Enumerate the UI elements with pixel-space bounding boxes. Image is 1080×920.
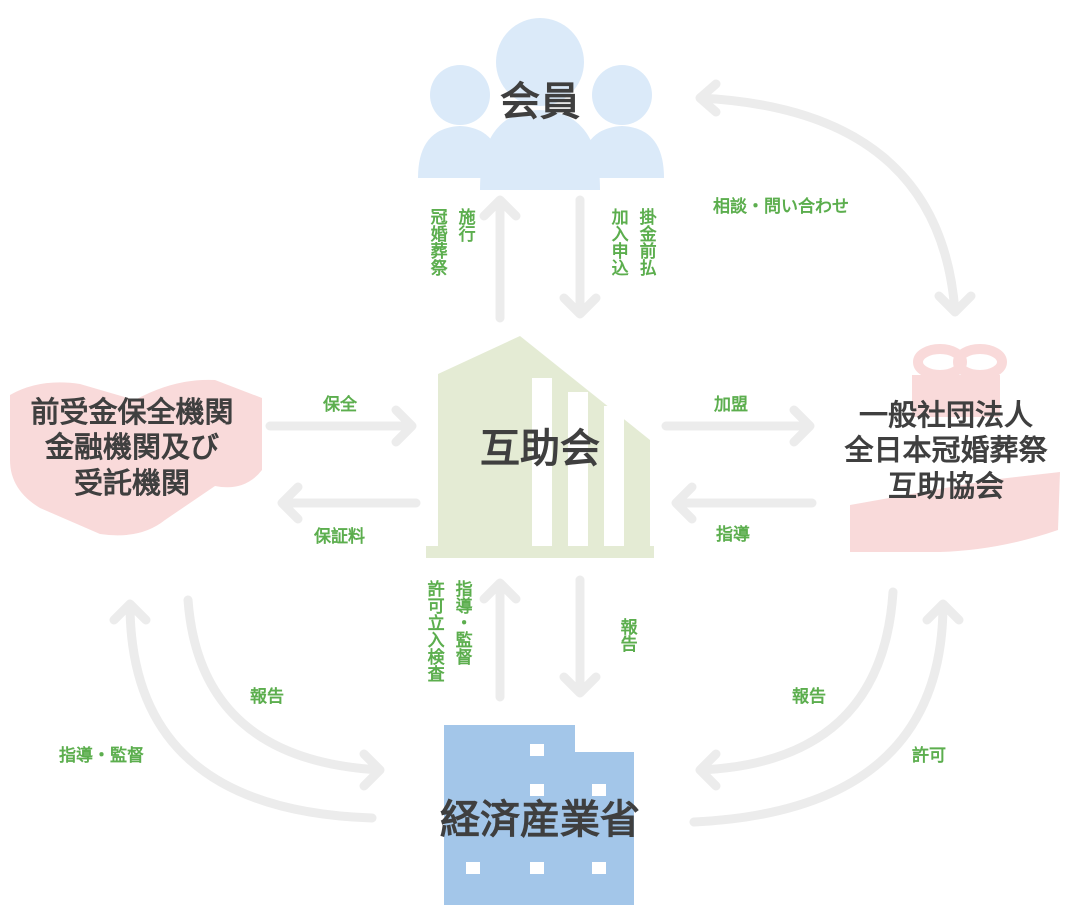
edge-label-ceremonies: 冠婚葬祭	[426, 208, 447, 276]
arrow-mutual-to-trustee	[277, 482, 421, 524]
edge-label-prepay: 掛金前払	[635, 208, 656, 276]
building-icon	[426, 336, 654, 558]
edge-label-report-left: 報告	[250, 687, 284, 707]
arrow-trustee-to-mutual	[265, 405, 417, 447]
trustee-label-line-1: 前受金保全機関	[30, 395, 234, 429]
trustee-label-line-3: 受託機関	[73, 465, 190, 500]
edge-label-ministry-supervision: 指導・監督	[451, 580, 472, 665]
handshake-icon	[10, 379, 262, 536]
arrow-association-to-mutual	[671, 482, 817, 524]
arrow-ministry-to-mutual	[479, 578, 521, 702]
trustee-label: 前受金保全機関 金融機関及び 受託機関	[0, 395, 264, 501]
office-building-icon	[444, 725, 634, 905]
edge-label-ministry-permit: 許可立入検査	[423, 580, 444, 682]
arrow-members-to-mutual	[559, 195, 601, 319]
edge-label-guidance: 指導	[716, 525, 750, 545]
edge-label-consultation: 相談・問い合わせ	[713, 197, 849, 217]
mutual-aid-label: 互助会	[480, 426, 600, 472]
arrow-members-association	[695, 79, 976, 317]
association-label: 一般社団法人 全日本冠婚葬祭 互助協会	[812, 398, 1080, 504]
edge-label-report-center: 報告	[616, 618, 637, 652]
edge-label-join: 加盟	[714, 395, 748, 415]
arrow-mutual-to-association	[661, 405, 815, 447]
edge-label-application: 加入申込	[607, 208, 628, 276]
arrow-mutual-to-members	[479, 195, 521, 323]
association-label-line-2: 全日本冠婚葬祭	[844, 433, 1048, 468]
people-icon	[418, 18, 664, 190]
arrow-trustee-to-ministry	[183, 595, 385, 791]
arrow-mutual-to-ministry	[559, 575, 601, 698]
arrow-association-to-ministry	[695, 587, 898, 791]
members-label: 会員	[500, 79, 580, 125]
edge-label-report-right: 報告	[792, 687, 826, 707]
arrow-ministry-to-trustee	[109, 599, 377, 823]
association-label-line-3: 互助協会	[887, 468, 1004, 503]
association-label-line-1: 一般社団法人	[858, 398, 1033, 432]
edge-label-guarantee-fee: 保証料	[314, 527, 365, 547]
gift-hand-icon	[850, 344, 1060, 552]
edge-label-supervision-left: 指導・監督	[59, 746, 144, 766]
edge-label-service: 施行	[454, 208, 475, 242]
arrow-ministry-to-association	[689, 599, 964, 827]
edge-label-permit-right: 許可	[912, 746, 946, 766]
edge-label-guarantee: 保全	[323, 395, 357, 415]
ministry-label: 経済産業省	[440, 797, 640, 843]
trustee-label-line-2: 金融機関及び	[44, 430, 219, 465]
